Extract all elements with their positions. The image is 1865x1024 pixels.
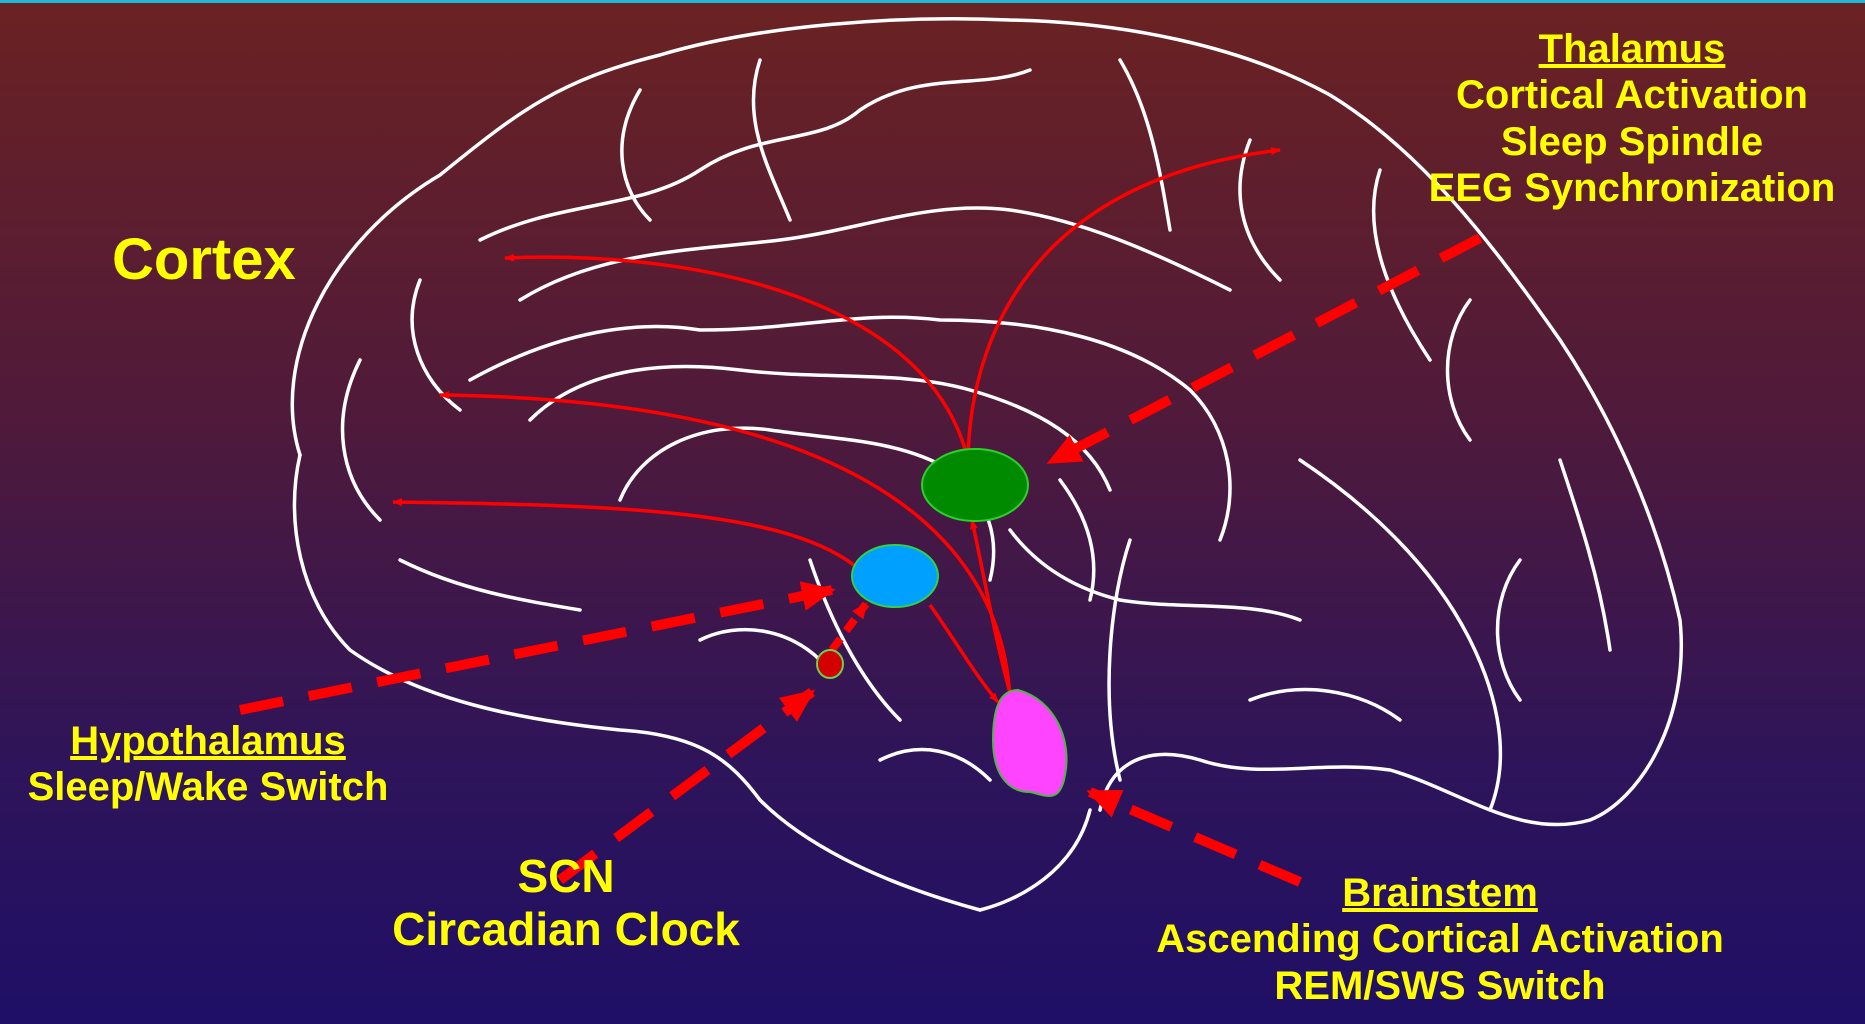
brainstem-label-group: Brainstem Ascending Cortical Activation … [1120, 870, 1760, 1009]
scn-title: SCN [366, 850, 766, 903]
brainstem-region [993, 690, 1067, 796]
pointer-hypothalamus [240, 590, 832, 710]
thalamus-line-3: EEG Synchronization [1412, 165, 1852, 211]
thalamus-line-1: Cortical Activation [1412, 72, 1852, 118]
arrow-thalamus-to-cortex-top [968, 150, 1280, 460]
hypothalamus-region [852, 545, 938, 607]
pointer-thalamus [1050, 238, 1480, 462]
scn-label-group: SCN Circadian Clock [366, 850, 766, 957]
brainstem-line-2: REM/SWS Switch [1120, 963, 1760, 1009]
arrow-hypothalamus-to-brainstem [930, 605, 998, 702]
hypothalamus-line-1: Sleep/Wake Switch [8, 764, 408, 810]
thalamus-line-2: Sleep Spindle [1412, 119, 1852, 165]
brainstem-title: Brainstem [1120, 870, 1760, 916]
cortical-projections [393, 150, 1280, 702]
thalamus-region [922, 449, 1028, 521]
thalamus-title: Thalamus [1412, 26, 1852, 72]
hypothalamus-label-group: Hypothalamus Sleep/Wake Switch [8, 718, 408, 811]
brainstem-line-1: Ascending Cortical Activation [1120, 916, 1760, 962]
pointer-brainstem [1090, 792, 1300, 882]
thalamus-label-group: Thalamus Cortical Activation Sleep Spind… [1412, 26, 1852, 212]
hypothalamus-title: Hypothalamus [8, 718, 408, 764]
scn-region [817, 650, 843, 678]
scn-line-1: Circadian Clock [366, 903, 766, 956]
cortex-label: Cortex [112, 226, 296, 293]
arrow-hypothalamus-to-cortex [393, 502, 860, 570]
